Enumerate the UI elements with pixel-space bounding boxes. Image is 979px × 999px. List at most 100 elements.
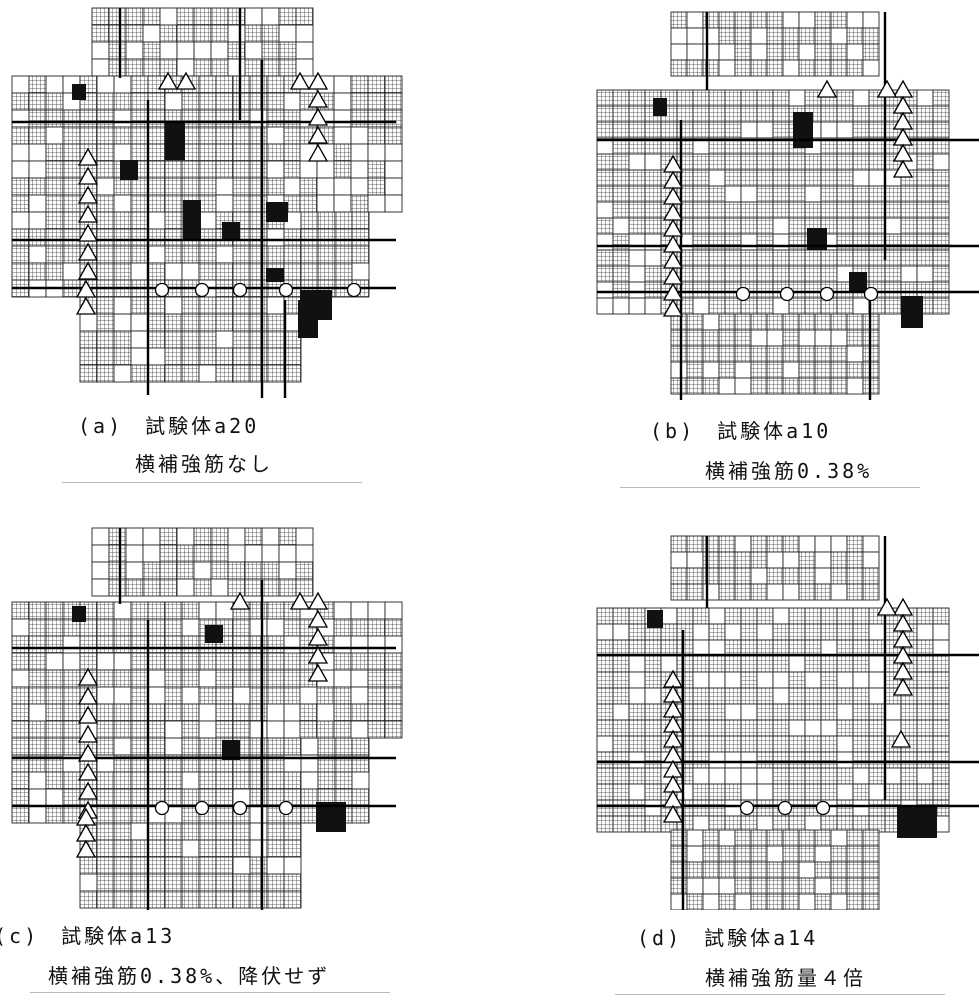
element [686, 845, 704, 863]
cracked-element [724, 783, 742, 801]
cracked-element [686, 893, 704, 910]
element [350, 177, 369, 196]
cracked-element [130, 143, 149, 162]
cracked-element [350, 75, 369, 94]
cracked-element [159, 527, 178, 546]
cracked-element [830, 313, 848, 331]
element [788, 89, 806, 107]
cracked-element [862, 583, 880, 601]
element [862, 11, 880, 29]
cracked-element [830, 877, 848, 895]
cracked-element [113, 788, 132, 807]
element [193, 561, 212, 580]
cracked-element [868, 265, 886, 283]
cracked-element [916, 153, 934, 171]
yield-triangle-mark [307, 107, 329, 126]
cracked-element [692, 735, 710, 753]
cracked-element [147, 228, 166, 247]
cracked-element [868, 201, 886, 219]
cracked-element [232, 635, 251, 654]
element [181, 771, 200, 790]
element [846, 43, 864, 61]
cracked-element [932, 201, 950, 219]
cracked-element [198, 771, 217, 790]
cracked-element [11, 686, 30, 705]
cracked-element [130, 635, 149, 654]
cracked-element [266, 635, 285, 654]
cracked-element [147, 143, 166, 162]
cracked-element [846, 313, 864, 331]
cracked-element [644, 767, 662, 785]
cracked-element [692, 201, 710, 219]
element [852, 297, 870, 315]
cracked-element [96, 245, 115, 264]
cracked-element [113, 873, 132, 892]
cracked-element [868, 153, 886, 171]
cracked-element [198, 228, 217, 247]
element [125, 544, 144, 563]
cracked-element [147, 720, 166, 739]
cracked-element [724, 105, 742, 123]
cracked-element [283, 618, 302, 637]
cracked-element [628, 735, 646, 753]
element [820, 639, 838, 657]
element [814, 567, 832, 585]
yield-circle-mark [278, 800, 294, 816]
cracked-element [612, 783, 630, 801]
element [782, 583, 800, 601]
cracked-element [28, 601, 47, 620]
cracked-element [333, 686, 352, 705]
cracked-element [612, 265, 630, 283]
cracked-element [804, 639, 822, 657]
element [644, 153, 662, 171]
cracked-element [266, 364, 285, 383]
yield-triangle-mark [307, 591, 329, 610]
cracked-element [846, 877, 864, 895]
cracked-element [113, 839, 132, 858]
cracked-element [28, 737, 47, 756]
cracked-element [108, 58, 127, 77]
element [176, 578, 195, 597]
cracked-element [113, 330, 132, 349]
cracked-element [718, 11, 736, 29]
cracked-element [147, 296, 166, 315]
cracked-element [198, 296, 217, 315]
element [846, 345, 864, 363]
cracked-element [804, 281, 822, 299]
cracked-element [215, 160, 234, 179]
caption-b-line2: 横補強筋0.38% [705, 455, 872, 484]
cracked-element [215, 873, 234, 892]
element [660, 655, 678, 673]
cracked-element [62, 211, 81, 230]
cracked-element [164, 856, 183, 875]
cracked-element [788, 217, 806, 235]
element [113, 194, 132, 213]
element [181, 839, 200, 858]
cracked-element [384, 669, 403, 688]
cracked-element [79, 364, 98, 383]
cracked-element [932, 281, 950, 299]
cracked-element [96, 890, 115, 909]
cracked-element [932, 767, 950, 785]
element [862, 535, 880, 553]
cracked-element [198, 347, 217, 366]
yield-triangle-mark [662, 804, 684, 823]
cracked-element [660, 623, 678, 641]
element [316, 160, 335, 179]
element [266, 126, 285, 145]
yield-circle-mark [819, 286, 835, 302]
element [836, 703, 854, 721]
element [333, 177, 352, 196]
cracked-element [351, 788, 370, 807]
cracked-element [215, 347, 234, 366]
cracked-element [750, 59, 768, 77]
cracked-element [820, 671, 838, 689]
cracked-element [750, 361, 768, 379]
cracked-element [692, 281, 710, 299]
element [814, 877, 832, 895]
crushed-element [298, 300, 318, 338]
cracked-element [628, 815, 646, 833]
cracked-element [96, 160, 115, 179]
crack-map-d [596, 535, 979, 910]
cracked-element [846, 893, 864, 910]
